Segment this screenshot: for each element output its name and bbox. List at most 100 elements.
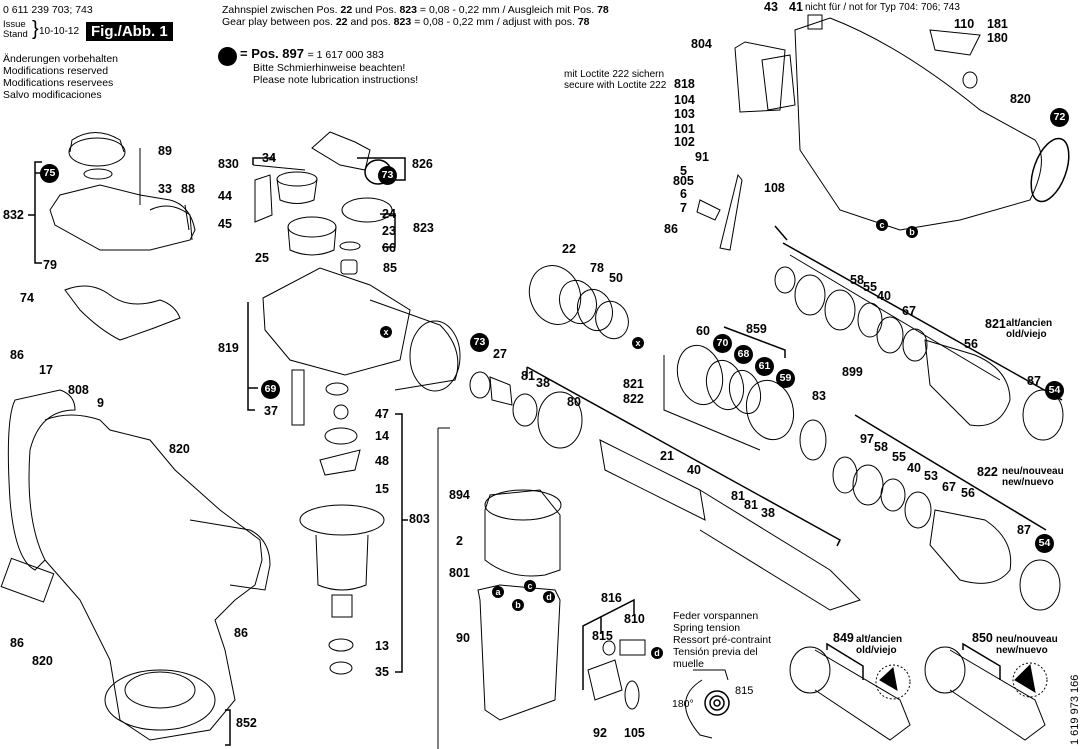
modifications-line: Modifications reserved xyxy=(3,65,109,77)
part-label: 38 xyxy=(536,376,550,390)
modifications-line: Modifications reservees xyxy=(3,77,114,89)
gear-play-note-en: Gear play between pos. 22 and pos. 823 =… xyxy=(222,16,590,28)
seal-assembly xyxy=(676,344,827,461)
lubrication-badge: 73 xyxy=(470,333,489,352)
part-label: 86 xyxy=(10,636,24,650)
loctite-note-en: secure with Loctite 222 xyxy=(564,80,667,91)
lubrication-note-en: Please note lubrication instructions! xyxy=(253,74,419,86)
part-label: 17 xyxy=(39,363,53,377)
part-label: 820 xyxy=(32,654,53,668)
stator-assembly xyxy=(437,427,562,749)
lubrication-badge: 69 xyxy=(261,380,280,399)
issue-date: 10-10-12 xyxy=(39,26,80,37)
part-label: 5 xyxy=(680,164,687,178)
connector-marker-d: d xyxy=(651,647,663,659)
part-label: 818 xyxy=(674,77,695,91)
part-label: 894 xyxy=(449,488,470,502)
model-numbers: 0 611 239 703; 743 xyxy=(3,4,93,16)
part-label: 88 xyxy=(181,182,195,196)
part-label: 822 xyxy=(623,392,644,406)
part-label: 56 xyxy=(964,337,978,351)
part-label: 87 xyxy=(1027,374,1041,388)
motor-housing xyxy=(0,389,271,741)
modifications-line: Salvo modificaciones xyxy=(3,89,102,101)
gear-assembly xyxy=(254,131,393,275)
part-label: 2 xyxy=(456,534,463,548)
part-label: 808 xyxy=(68,383,89,397)
part-label: 6 xyxy=(680,187,687,201)
gear-play-note-de: Zahnspiel zwischen Pos. 22 und Pos. 823 … xyxy=(222,4,609,16)
part-label: 45 xyxy=(218,217,232,231)
chuck-new-assembly xyxy=(832,456,1061,611)
armature xyxy=(299,427,385,675)
spindle-assembly xyxy=(469,371,861,611)
part-label: 86 xyxy=(664,222,678,236)
part-label: 34 xyxy=(262,151,276,165)
part-label: 86 xyxy=(234,626,248,640)
part-label: 803 xyxy=(409,512,430,526)
part-label: 33 xyxy=(158,182,172,196)
part-label: 67 xyxy=(902,304,916,318)
chuck-old-assembly xyxy=(774,266,1064,441)
part-label: 7 xyxy=(680,201,687,215)
part-label: 92 xyxy=(593,726,607,740)
part-label: 826 xyxy=(412,157,433,171)
gearbox-housing xyxy=(262,267,461,426)
part-label: 60 xyxy=(696,324,710,338)
part-label: 181 xyxy=(987,17,1008,31)
part-label: 821 xyxy=(623,377,644,391)
part-label: 55 xyxy=(892,450,906,464)
part-label: 58 xyxy=(850,273,864,287)
part-label: 66 xyxy=(382,241,396,255)
part-label: 58 xyxy=(874,440,888,454)
part-label: 56 xyxy=(961,486,975,500)
spring-tension-diagram xyxy=(685,669,730,739)
lubrication-badge: 73 xyxy=(378,166,397,185)
part-label: 47 xyxy=(375,407,389,421)
lubrication-pos: = Pos. 897 = 1 617 000 383 xyxy=(240,46,384,61)
connector-marker-x: x xyxy=(380,326,392,338)
part-label: 21 xyxy=(660,449,674,463)
part-label: 102 xyxy=(674,135,695,149)
part-label: 41 xyxy=(789,0,803,14)
part-label: 44 xyxy=(218,189,232,203)
new-label-822: neu/nouveau xyxy=(1002,466,1064,477)
part-label: 79 xyxy=(43,258,57,272)
part-label: 48 xyxy=(375,454,389,468)
part-label: 53 xyxy=(924,469,938,483)
lubrication-badge: 61 xyxy=(755,357,774,376)
modifications-notice: Änderungen vorbehalten Modifications res… xyxy=(3,53,118,101)
part-label: 830 xyxy=(218,157,239,171)
connector-marker-d: d xyxy=(543,591,555,603)
tool-holder-new xyxy=(924,642,1048,741)
connector-marker-a: a xyxy=(492,586,504,598)
spring-tension-note: Feder vorspannen Spring tension Ressort … xyxy=(673,610,772,670)
connector-marker-b: b xyxy=(512,599,524,611)
part-label: 22 xyxy=(562,242,576,256)
part-label: 810 xyxy=(624,612,645,626)
brush-holder-assembly xyxy=(587,639,646,710)
part-label: 67 xyxy=(942,480,956,494)
part-label: 823 xyxy=(413,221,434,235)
bevel-gear-assembly xyxy=(528,265,629,340)
part-label: 97 xyxy=(860,432,874,446)
part-label: 81 xyxy=(744,498,758,512)
part-label: 820 xyxy=(1010,92,1031,106)
part-label: 55 xyxy=(863,280,877,294)
part-label: 819 xyxy=(218,341,239,355)
modifications-line: Änderungen vorbehalten xyxy=(3,53,119,65)
part-label: 815 xyxy=(592,629,613,643)
old-label-849-2: old/viejo xyxy=(856,645,897,656)
part-label: 50 xyxy=(609,271,623,285)
lubrication-badge: 54 xyxy=(1045,381,1064,400)
part-label: 815 xyxy=(735,685,754,697)
part-label: 822 xyxy=(977,465,998,479)
issue-brace: } xyxy=(32,18,39,40)
part-label: 81 xyxy=(731,489,745,503)
part-label: 27 xyxy=(493,347,507,361)
tool-holder-old xyxy=(789,642,911,741)
part-label: 23 xyxy=(382,224,396,238)
part-label: 89 xyxy=(158,144,172,158)
part-label: 852 xyxy=(236,716,257,730)
new-label-850: neu/nouveau xyxy=(996,634,1058,645)
